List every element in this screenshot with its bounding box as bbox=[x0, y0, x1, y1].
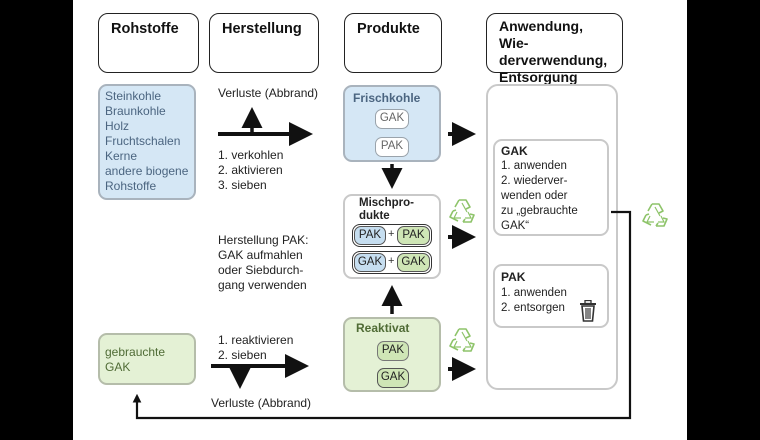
fresh-carbon-box: Frischkohle GAK PAK bbox=[343, 85, 441, 162]
header-herstellung: Herstellung bbox=[209, 13, 319, 73]
production-steps-top: 1. verkohlen 2. aktivieren 3. sieben bbox=[218, 148, 284, 192]
header-anwendung: Anwendung, Wie- derverwendung, Entsorgun… bbox=[486, 13, 623, 85]
used-gak-box: gebrauchte GAK bbox=[98, 333, 196, 385]
mixed-pak-react-pill: PAK bbox=[397, 226, 430, 245]
diagram-canvas: Rohstoffe Herstellung Produkte Anwendung… bbox=[73, 0, 687, 440]
application-gak-title: GAK bbox=[501, 144, 528, 158]
recycle-icon bbox=[642, 203, 668, 227]
losses-bottom-label: Verluste (Abbrand) bbox=[211, 396, 312, 410]
reactivate-title: Reaktivat bbox=[356, 321, 410, 335]
recycle-icon bbox=[449, 328, 475, 352]
arrow-icon bbox=[132, 210, 632, 420]
fresh-carbon-title: Frischkohle bbox=[353, 91, 421, 105]
recycle-icon bbox=[449, 199, 475, 223]
losses-top-label: Verluste (Abbrand) bbox=[218, 86, 319, 100]
header-rohstoffe: Rohstoffe bbox=[98, 13, 199, 73]
react-gak-pill: GAK bbox=[377, 368, 409, 388]
react-pak-pill: PAK bbox=[377, 341, 409, 361]
plus-sign: + bbox=[388, 228, 395, 240]
application-pak-box: PAK 1. anwenden 2. entsorgen bbox=[493, 264, 609, 328]
production-steps-bottom: 1. reaktivieren 2. sieben bbox=[218, 333, 294, 362]
application-gak-box: GAK 1. anwenden 2. wiederver- wenden ode… bbox=[493, 139, 609, 236]
mixed-row-gak: GAK + GAK bbox=[352, 251, 432, 274]
reactivate-box: Reaktivat PAK GAK bbox=[343, 317, 441, 392]
application-box bbox=[486, 84, 618, 390]
connector-arrows bbox=[132, 107, 668, 420]
application-gak-steps: 1. anwenden 2. wiederver- wenden oder zu… bbox=[501, 160, 578, 232]
application-pak-title: PAK bbox=[501, 270, 526, 284]
mixed-products-title: Mischpro- dukte bbox=[359, 197, 414, 222]
mixed-gak-fresh-pill: GAK bbox=[354, 253, 386, 272]
application-pak-steps: 1. anwenden 2. entsorgen bbox=[501, 287, 567, 314]
plus-sign: + bbox=[388, 255, 395, 267]
trash-icon bbox=[580, 300, 596, 322]
mixed-products-box: Mischpro- dukte PAK + PAK GAK + GAK bbox=[343, 194, 441, 279]
mixed-row-pak: PAK + PAK bbox=[352, 224, 432, 247]
mixed-gak-react-pill: GAK bbox=[397, 253, 430, 272]
fresh-pak-pill: PAK bbox=[375, 137, 409, 157]
raw-materials-box: Steinkohle Braunkohle Holz Fruchtschalen… bbox=[98, 84, 196, 200]
pak-production-label: Herstellung PAK: GAK aufmahlen oder Sieb… bbox=[218, 233, 309, 292]
header-produkte: Produkte bbox=[344, 13, 442, 73]
mixed-pak-fresh-pill: PAK bbox=[354, 226, 386, 245]
fresh-gak-pill: GAK bbox=[375, 109, 409, 129]
